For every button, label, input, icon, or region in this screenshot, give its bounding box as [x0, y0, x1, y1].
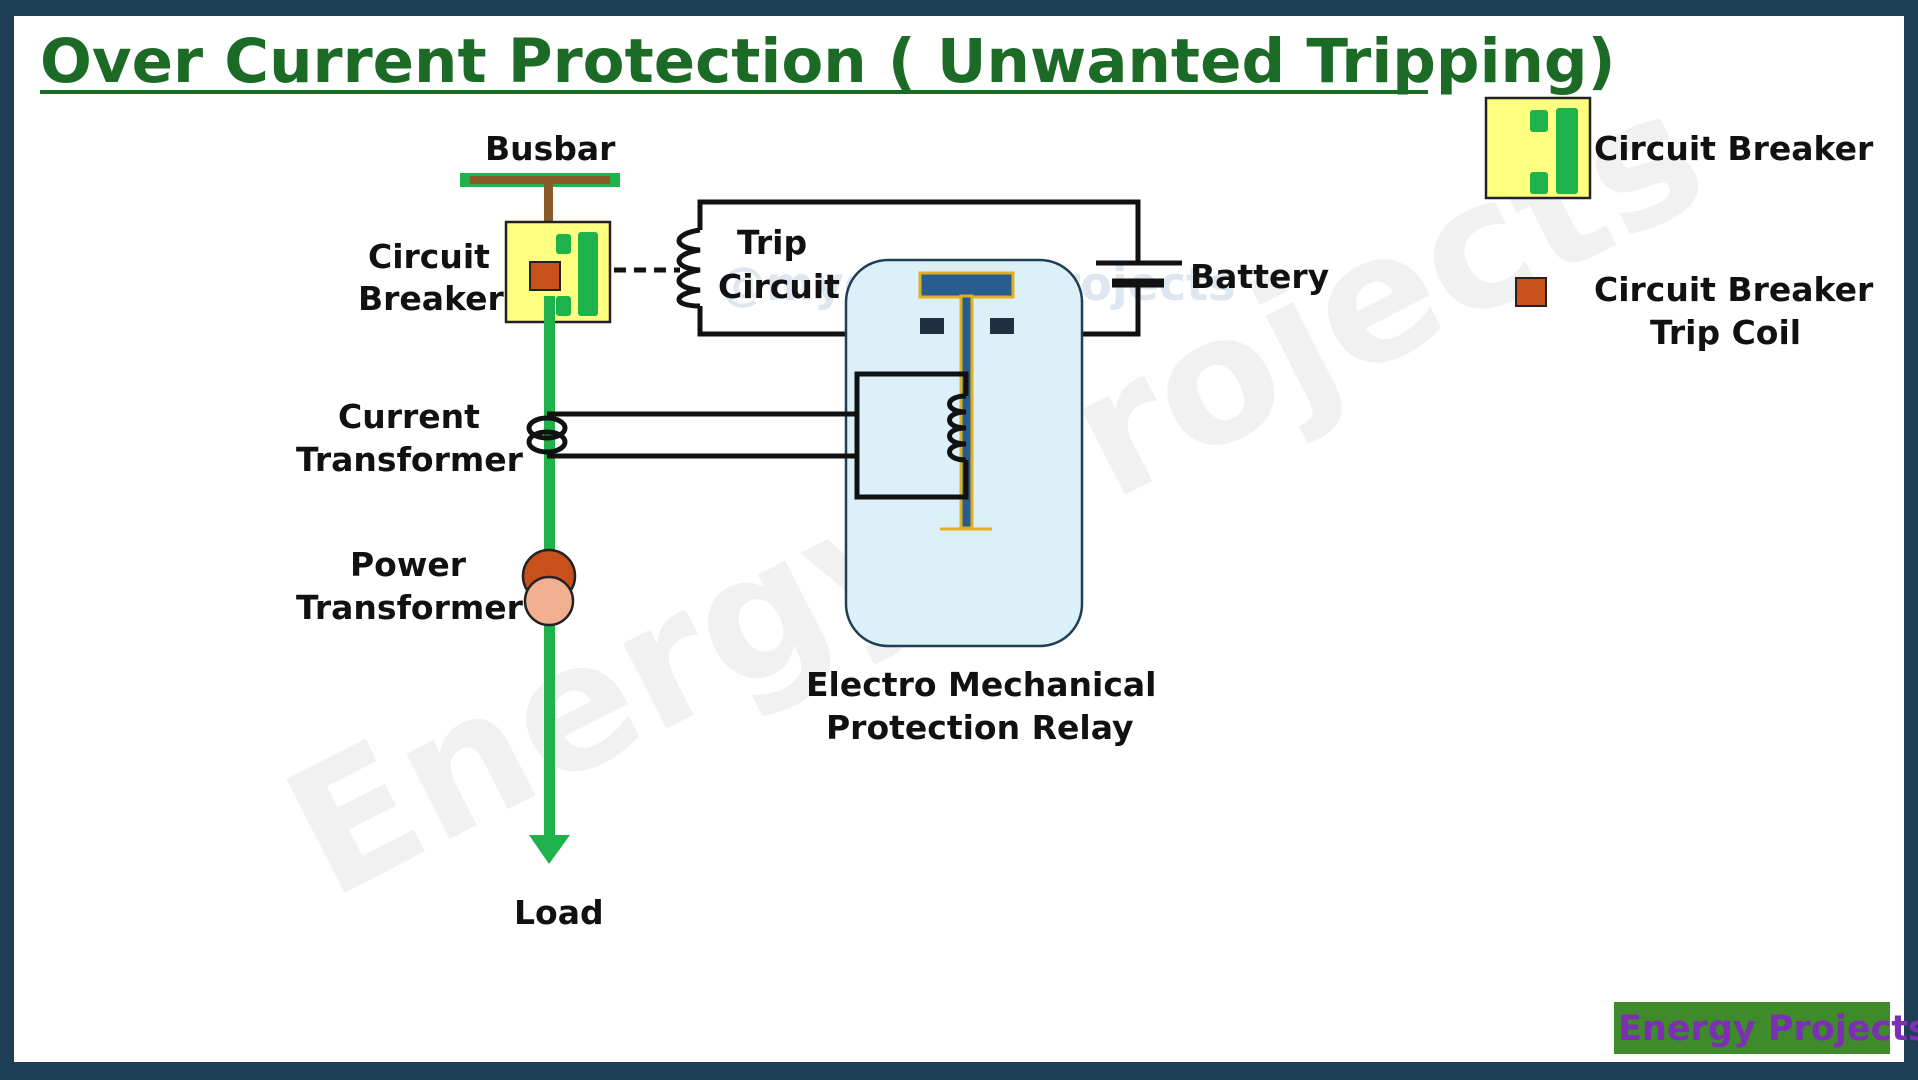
relay-coil-wires [854, 371, 969, 500]
breaker-label-line2: Breaker [358, 279, 505, 318]
protection-relay [844, 258, 1084, 648]
brand-text: Energy Projects [1618, 1009, 1918, 1049]
relay-contact-left [920, 318, 944, 334]
busbar-core [470, 176, 610, 184]
breaker-feeder-stub [544, 296, 555, 326]
breaker-label-line1: Circuit [368, 237, 490, 276]
trip-label-line1: Trip [737, 223, 807, 262]
ct-label-line1: Current [338, 397, 480, 436]
legend-breaker-icon [1484, 96, 1592, 200]
breaker-trip-coil [529, 261, 561, 291]
relay-label-line2: Protection Relay [826, 708, 1133, 747]
power-transformer-icon [521, 548, 577, 627]
brand-badge-bg [1614, 1002, 1890, 1054]
legend-trip-coil-line1: Circuit Breaker [1594, 270, 1874, 309]
legend-breaker-label: Circuit Breaker [1594, 129, 1874, 168]
relay-armature-top [918, 271, 1015, 299]
breaker-contact-bottom [556, 296, 571, 316]
legend: Circuit Breaker Circuit Breaker Trip Coi… [1484, 96, 1874, 352]
relay-label-line1: Electro Mechanical [806, 665, 1157, 704]
trip-label-line2: Circuit [718, 267, 840, 306]
busbar-drop [544, 184, 553, 254]
battery-icon [1096, 260, 1182, 288]
page-title: Over Current Protection ( Unwanted Tripp… [40, 26, 1615, 97]
breaker-contact-bar [578, 232, 598, 316]
trip-coil-icon [676, 227, 701, 309]
relay-coil-icon [947, 393, 967, 463]
circuit-breaker [504, 220, 612, 326]
relay-contact-right [990, 318, 1014, 334]
current-transformer-icon [526, 411, 857, 459]
busbar [460, 173, 620, 254]
pt-label-line1: Power [350, 545, 467, 584]
trip-circuit-wire [697, 199, 1141, 263]
battery-label: Battery [1190, 257, 1329, 296]
breaker-contact-top [556, 234, 571, 254]
load-label: Load [514, 893, 604, 932]
ct-label-line2: Transformer [296, 440, 524, 479]
busbar-label: Busbar [485, 129, 616, 168]
brand-badge: Energy Projects [1614, 1002, 1918, 1054]
load-arrow-icon [529, 835, 570, 864]
legend-trip-coil-icon [1515, 277, 1547, 307]
pt-label-line2: Transformer [296, 588, 524, 627]
legend-trip-coil-line2: Trip Coil [1650, 313, 1801, 352]
